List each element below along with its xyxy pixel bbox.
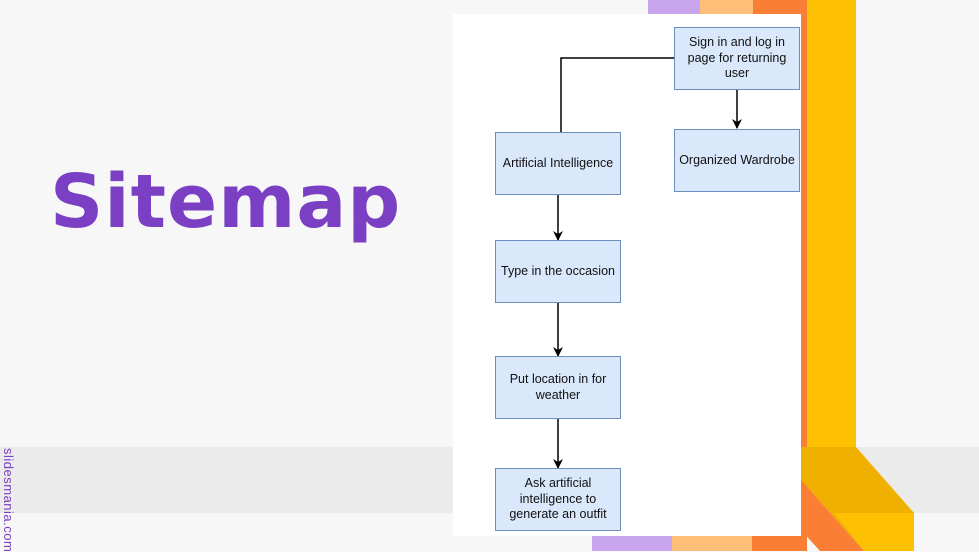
node-organized-wardrobe: Organized Wardrobe	[674, 129, 800, 192]
stripe-yellow-right	[807, 0, 856, 447]
stripe-orange-top	[753, 0, 801, 14]
brand-watermark: slidesmania.com	[1, 448, 16, 552]
stripe-peach-bottom	[672, 536, 752, 551]
stripe-orange-bottom	[752, 536, 802, 551]
stripe-purple-top	[648, 0, 700, 14]
stripe-peach-top	[700, 0, 753, 14]
diagram-connectors	[553, 57, 742, 469]
node-signin: Sign in and log in page for returning us…	[674, 27, 800, 90]
node-type-occasion: Type in the occasion	[495, 240, 621, 303]
stripe-orange-right	[801, 0, 807, 551]
node-ask-ai-outfit: Ask artificial intelligence to generate …	[495, 468, 621, 531]
slide-title: Sitemap	[50, 159, 402, 245]
edge-signin-ai	[560, 57, 674, 132]
node-location-weather: Put location in for weather	[495, 356, 621, 419]
stripe-diagonal	[801, 447, 914, 551]
sitemap-diagram: Sign in and log in page for returning us…	[453, 14, 801, 536]
stripe-purple-bottom	[592, 536, 672, 551]
node-artificial-intelligence: Artificial Intelligence	[495, 132, 621, 195]
